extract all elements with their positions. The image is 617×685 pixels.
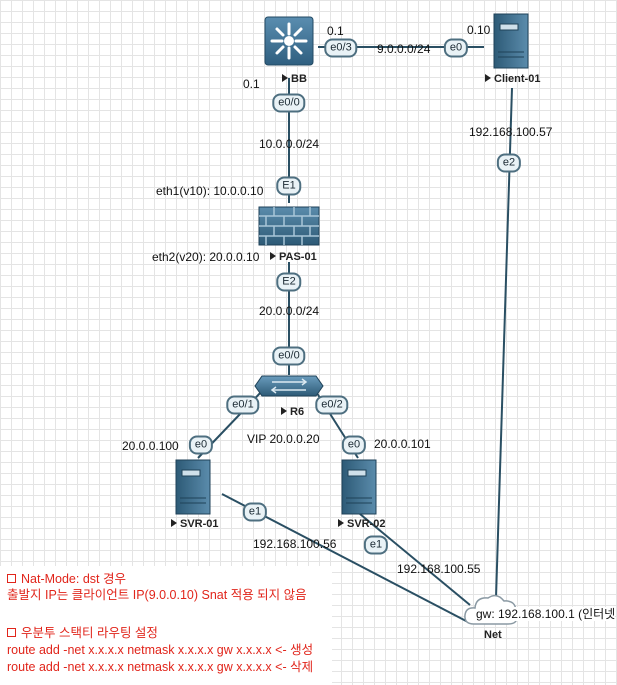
r6-router-icon[interactable]: [254, 374, 324, 398]
network-10-label: 10.0.0.0/24: [259, 137, 320, 151]
note-route-add: route add -net x.x.x.x netmask x.x.x.x g…: [7, 643, 314, 657]
port-bb-e00[interactable]: e0/0: [272, 93, 306, 113]
note-route-del: route add -net x.x.x.x netmask x.x.x.x g…: [7, 660, 314, 674]
link-client-net[interactable]: [495, 87, 513, 599]
svr2-server-icon[interactable]: [340, 458, 378, 516]
triangle-icon: [171, 519, 177, 528]
svr2-ip-label: 20.0.0.101: [374, 437, 431, 451]
triangle-icon: [282, 74, 288, 83]
port-client-e0[interactable]: e0: [443, 38, 469, 58]
note-nat-body: 출발지 IP는 클라이언트 IP(9.0.0.10) Snat 적용 되지 않음: [7, 588, 307, 602]
port-r6-e00[interactable]: e0/0: [272, 346, 306, 366]
svr2-mgmt-ip-label: 192.168.100.55: [397, 562, 481, 576]
pas-eth2-label: eth2(v20): 20.0.0.10: [152, 250, 260, 264]
port-pas-e1[interactable]: E1: [276, 176, 302, 196]
gateway-label: gw: 192.168.100.1 (인터넷: [476, 607, 616, 621]
bb-top-ip-label: 0.1: [327, 24, 344, 38]
svr2-name: SVR-02: [338, 518, 386, 531]
port-r6-e01[interactable]: e0/1: [226, 395, 260, 415]
network-20-label: 20.0.0.0/24: [259, 304, 320, 318]
bb-name: BB: [282, 73, 307, 86]
note-nat-title: Nat-Mode: dst 경우: [7, 572, 126, 587]
port-bb-e03[interactable]: e0/3: [324, 38, 358, 58]
client-name: Client-01: [485, 73, 540, 86]
client-ip-label: 0.10: [467, 23, 491, 37]
port-svr1-e0[interactable]: e0: [188, 435, 214, 455]
vip-label: VIP 20.0.0.20: [247, 432, 320, 446]
triangle-icon: [281, 407, 287, 416]
triangle-icon: [338, 519, 344, 528]
checkbox-icon: [7, 574, 16, 584]
port-client-e2[interactable]: e2: [496, 153, 522, 173]
port-svr2-e0[interactable]: e0: [341, 435, 367, 455]
note-route-title: 우분투 스택티 라우팅 설정: [7, 626, 158, 641]
svr1-ip-label: 20.0.0.100: [122, 439, 179, 453]
pas-firewall-icon[interactable]: [258, 206, 320, 246]
triangle-icon: [485, 74, 491, 83]
checkbox-icon: [7, 628, 16, 638]
client-mgmt-ip-label: 192.168.100.57: [469, 125, 553, 139]
net-name: Net: [484, 629, 502, 641]
bb-left-ip-label: 0.1: [243, 77, 260, 91]
pas-name: PAS-01: [270, 251, 317, 264]
notes-panel: [0, 566, 332, 685]
port-pas-e2[interactable]: E2: [276, 272, 302, 292]
link-svr2-net[interactable]: [359, 513, 471, 606]
port-svr1-e1[interactable]: e1: [242, 502, 268, 522]
svr1-name: SVR-01: [171, 518, 219, 531]
port-r6-e02[interactable]: e0/2: [315, 395, 349, 415]
svr1-mgmt-ip-label: 192.168.100.56: [253, 537, 337, 551]
client-server-icon[interactable]: [492, 12, 530, 70]
r6-name: R6: [281, 406, 304, 419]
svr1-server-icon[interactable]: [174, 458, 212, 516]
port-svr2-e1[interactable]: e1: [363, 535, 389, 555]
triangle-icon: [270, 252, 276, 261]
bb-switch-icon[interactable]: [264, 16, 314, 66]
pas-eth1-label: eth1(v10): 10.0.0.10: [156, 184, 264, 198]
network-9-label: 9.0.0.0/24: [377, 42, 431, 56]
